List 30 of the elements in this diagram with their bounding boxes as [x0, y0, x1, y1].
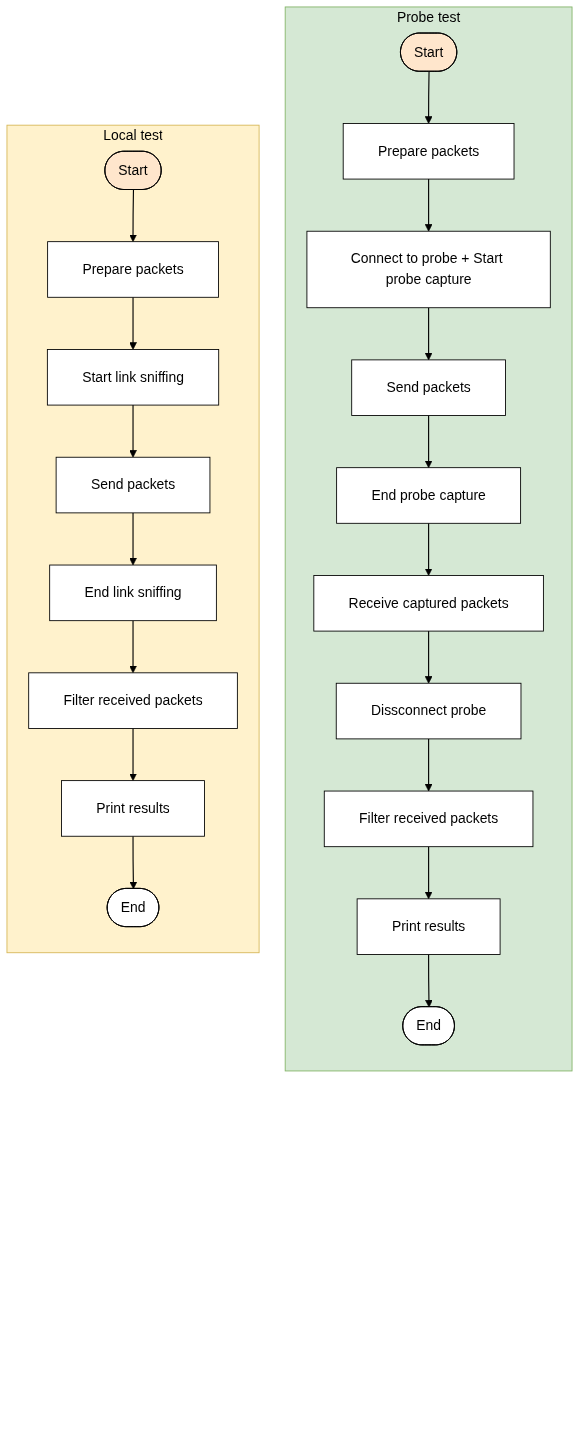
- arrow: [129, 727, 137, 781]
- arrow: [425, 953, 433, 1008]
- node-box: Filter received packets: [28, 672, 238, 729]
- node-box: Dissconnect probe: [335, 682, 522, 740]
- arrow: [129, 512, 137, 566]
- arrow: [424, 71, 433, 124]
- node-box: End probe capture: [336, 467, 522, 524]
- node-box: Start link sniffing: [46, 349, 220, 406]
- arrow: [424, 738, 433, 792]
- node-box: Filter received packets: [323, 790, 534, 848]
- arrow: [424, 522, 433, 576]
- node-box: Print results: [356, 898, 501, 955]
- node-box: End link sniffing: [49, 564, 217, 622]
- node-box: Send packets: [55, 456, 211, 514]
- arrow: [424, 307, 433, 361]
- node-box: Send packets: [351, 359, 506, 416]
- node-box: Prepare packets: [342, 123, 515, 180]
- arrow: [129, 404, 137, 458]
- arrow: [424, 178, 433, 232]
- arrow: [129, 189, 137, 242]
- arrow: [424, 630, 433, 684]
- arrow: [129, 835, 138, 890]
- node-box: Prepare packets: [47, 241, 219, 298]
- arrow: [424, 414, 433, 468]
- node-box: Receive captured packets: [313, 575, 544, 632]
- node-box: Connect to probe + Start probe capture: [306, 230, 551, 309]
- arrow: [424, 846, 433, 900]
- node-box: Print results: [61, 780, 205, 837]
- arrow: [129, 296, 137, 350]
- arrow: [129, 620, 137, 674]
